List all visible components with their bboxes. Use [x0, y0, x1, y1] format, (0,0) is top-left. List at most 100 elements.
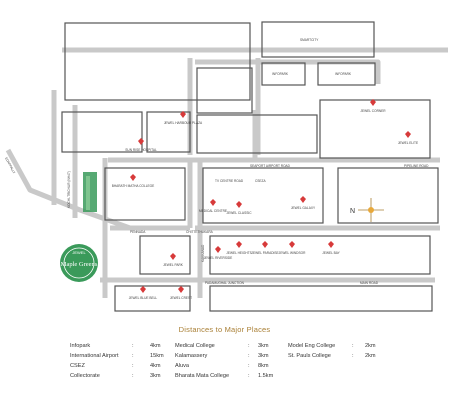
landmark-label: JEWEL PARADISE	[251, 251, 278, 255]
road-network	[5, 47, 448, 298]
marker-icon	[289, 241, 295, 248]
marker-icon	[300, 196, 306, 203]
marker-icon	[370, 99, 376, 106]
marker-icon	[178, 286, 184, 293]
landmark-medical-centre[interactable]: MEDICAL CENTRE	[199, 199, 227, 213]
bottom-block	[209, 285, 433, 312]
distance-place: CSEZ	[70, 363, 85, 369]
tv-centre-label: TV CENTRE ROAD	[215, 179, 244, 183]
distance-colon: :	[248, 353, 250, 359]
landmark-label: BHARATH MATHA COLLEGE	[112, 184, 155, 188]
distance-colon: :	[352, 343, 354, 349]
landmark-jewel-classic[interactable]: JEWEL CLASSIC	[226, 201, 252, 215]
landmark-jewel-windsor[interactable]: JEWEL WINDSOR	[279, 241, 306, 255]
east-centre-block	[337, 167, 439, 224]
distance-value: 8km	[258, 363, 269, 369]
distance-place: St. Pauls College	[288, 353, 331, 359]
airport-road-label: SEAPORT AIRPORT ROAD	[250, 164, 291, 168]
landmark-bharath-matha[interactable]: BHARATH MATHA COLLEGE	[112, 174, 155, 188]
distance-colon: :	[132, 343, 134, 349]
landmark-label: JEWEL CLASSIC	[226, 211, 252, 215]
south-bottom-block	[114, 285, 191, 312]
landmark-label: SUN RISE HOSPITAL	[125, 148, 157, 152]
distances-title: Distances to Major Places	[178, 325, 271, 334]
marker-icon	[215, 246, 221, 253]
distance-colon: :	[248, 343, 250, 349]
cseza-label: CSEZA	[255, 179, 267, 183]
landmark-label: JEWEL RIVERSIDE	[204, 256, 233, 260]
infopark-block-left	[261, 62, 306, 86]
location-map: SMARTCITY INFOPARK INFOPARK SEAPORT AIRP…	[4, 21, 448, 312]
distance-value: 3km	[150, 373, 161, 379]
distance-place: Collectorate	[70, 373, 100, 379]
compass: N	[350, 198, 384, 222]
distance-value: 3km	[258, 343, 269, 349]
kakkanad-label: KAKKANAD	[201, 244, 205, 262]
landmark-jewel-bay[interactable]: JEWEL BAY	[322, 241, 341, 255]
marker-icon	[140, 286, 146, 293]
landmark-jewel-heights[interactable]: JEWEL HEIGHTS	[226, 241, 252, 255]
compass-north-label: N	[350, 208, 355, 215]
landmark-jewel-park[interactable]: JEWEL PARK	[163, 253, 184, 267]
landmark-jewel-paradise[interactable]: JEWEL PARADISE	[251, 241, 279, 255]
marker-icon	[262, 241, 268, 248]
north-block	[64, 22, 251, 101]
landmark-label: JEWEL HARBOUR PLAZA	[164, 121, 203, 125]
marker-icon	[180, 111, 186, 118]
nh47-label: KOCHI-TRICHUR (NH47)	[67, 171, 71, 208]
main-road-label: MAIN ROAD	[360, 281, 379, 285]
distance-place: International Airport	[70, 353, 119, 359]
compass-icon	[368, 207, 374, 213]
east-block	[319, 99, 431, 159]
landmark-label: JEWEL CORNER	[360, 109, 386, 113]
landmark-jewel-galaxy[interactable]: JEWEL GALAXY	[291, 196, 316, 210]
harbour-block	[146, 111, 191, 153]
landmark-jewel-harbour[interactable]: JEWEL HARBOUR PLAZA	[164, 111, 203, 125]
distance-place: Infopark	[70, 343, 91, 349]
junction-south-label: PADAMUGHAL JUNCTION	[205, 281, 245, 285]
distance-value: 3km	[258, 353, 269, 359]
distance-place: Model Eng College	[288, 343, 336, 349]
distance-value: 4km	[150, 363, 161, 369]
landmark-jewel-elite[interactable]: JEWEL ELITE	[398, 131, 418, 145]
pennada-label: PENNADA	[130, 230, 146, 234]
distance-value: 4km	[150, 343, 161, 349]
landmark-label: JEWEL GALAXY	[291, 206, 316, 210]
city-blocks	[61, 21, 439, 312]
college-block	[104, 167, 186, 221]
landmark-layer: SUN RISE HOSPITAL JEWEL HARBOUR PLAZA BHAR…	[112, 99, 418, 300]
marker-icon	[210, 199, 216, 206]
infopark-right-label: INFOPARK	[335, 72, 352, 76]
distance-colon: :	[248, 373, 250, 379]
road-labels: SMARTCITY INFOPARK INFOPARK SEAPORT AIRP…	[4, 38, 429, 285]
distance-value: 15km	[150, 353, 164, 359]
landmark-jewel-riverside[interactable]: JEWEL RIVERSIDE	[204, 246, 233, 260]
landmark-sunrise[interactable]: SUN RISE HOSPITAL	[125, 138, 157, 152]
landmark-jewel-crest[interactable]: JEWEL CREST	[170, 286, 192, 300]
marker-icon	[236, 201, 242, 208]
landmark-label: JEWEL CREST	[170, 296, 192, 300]
landmark-jewel-blue-bell[interactable]: JEWEL BLUE BELL	[129, 286, 158, 300]
distance-colon: :	[352, 353, 354, 359]
landmark-label: JEWEL PARK	[163, 263, 184, 267]
airport-block	[196, 67, 253, 114]
infopark-left-label: INFOPARK	[272, 72, 289, 76]
project-name: Maple Greens	[61, 261, 98, 268]
distance-colon: :	[132, 373, 134, 379]
distance-colon: :	[248, 363, 250, 369]
landmark-jewel-corner[interactable]: JEWEL CORNER	[360, 99, 386, 113]
distance-colon: :	[132, 353, 134, 359]
landmark-label: JEWEL ELITE	[398, 141, 418, 145]
pipeline-road-label: PIPELINE ROAD	[404, 164, 429, 168]
smartcity-label: SMARTCITY	[300, 38, 319, 42]
junction-mid-label: CHITTETHUKARA	[186, 230, 214, 234]
distance-value: 2km	[365, 343, 376, 349]
landmark-label: JEWEL BAY	[322, 251, 340, 255]
south-block	[209, 235, 431, 275]
project-badge[interactable]: JEWEL Maple Greens	[60, 172, 98, 282]
landmark-label: JEWEL HEIGHTS	[226, 251, 252, 255]
marker-icon	[405, 131, 411, 138]
distance-value: 2km	[365, 353, 376, 359]
landmark-label: JEWEL WINDSOR	[279, 251, 306, 255]
